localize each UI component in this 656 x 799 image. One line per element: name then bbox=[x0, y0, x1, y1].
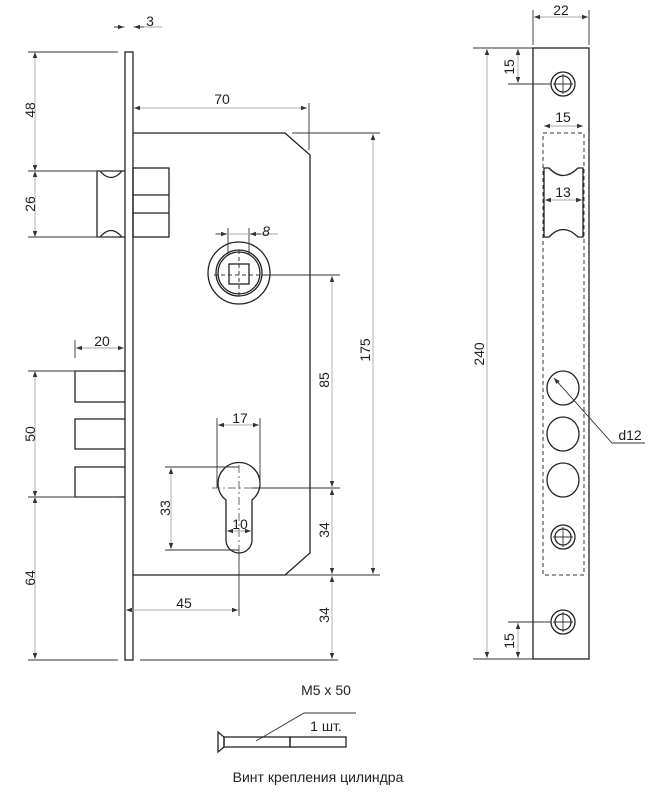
dim-22: 22 bbox=[553, 2, 569, 18]
dim-85: 85 bbox=[316, 372, 332, 388]
screw-caption: Винт крепления цилиндра bbox=[233, 769, 404, 785]
dim-10: 10 bbox=[232, 516, 248, 532]
bolt-hole-1 bbox=[546, 370, 580, 406]
screw-quantity: 1 шт. bbox=[310, 718, 342, 734]
lock-body bbox=[133, 132, 311, 576]
screw-size: M5 x 50 bbox=[301, 682, 351, 698]
dim-8: 8 bbox=[262, 223, 270, 239]
cylinder-cutout bbox=[212, 461, 266, 554]
faceplate bbox=[124, 51, 134, 661]
dim-15-top: 15 bbox=[501, 59, 517, 75]
spindle-hub bbox=[207, 241, 271, 305]
dim-64: 64 bbox=[22, 570, 38, 586]
dimension-labels: 3 48 26 70 8 20 175 85 50 17 33 10 34 34… bbox=[22, 13, 373, 623]
dim-26: 26 bbox=[22, 196, 38, 212]
dead-bolts bbox=[74, 370, 125, 498]
screw-hole-bottom bbox=[550, 609, 576, 635]
dim-33: 33 bbox=[157, 500, 173, 516]
dim-17: 17 bbox=[232, 410, 248, 426]
dim-50: 50 bbox=[22, 426, 38, 442]
dimension-lines bbox=[28, 24, 380, 661]
faceplate-dimensions: 22 240 15 15 15 13 d12 bbox=[471, 2, 645, 660]
dim-45: 45 bbox=[176, 595, 192, 611]
dim-3: 3 bbox=[146, 13, 154, 29]
screw-hole-middle bbox=[550, 524, 576, 550]
dim-15-bottom: 15 bbox=[501, 633, 517, 649]
dim-70: 70 bbox=[214, 91, 230, 107]
faceplate-front bbox=[532, 47, 590, 660]
dim-240: 240 bbox=[471, 342, 487, 366]
dim-175: 175 bbox=[357, 338, 373, 362]
dim-13: 13 bbox=[555, 184, 571, 200]
screw-hole-top bbox=[550, 71, 576, 97]
cylinder-screw: M5 x 50 1 шт. Винт крепления цилиндра bbox=[217, 682, 404, 785]
dim-20: 20 bbox=[94, 333, 110, 349]
latch-bolt bbox=[96, 167, 170, 238]
bolt-hole-2 bbox=[546, 416, 580, 452]
dim-d12: d12 bbox=[618, 427, 642, 443]
dim-48: 48 bbox=[22, 102, 38, 118]
bolt-hole-3 bbox=[546, 462, 580, 498]
dim-34-upper: 34 bbox=[316, 522, 332, 538]
dim-34-lower: 34 bbox=[316, 607, 332, 623]
dim-15-recess: 15 bbox=[555, 109, 571, 125]
